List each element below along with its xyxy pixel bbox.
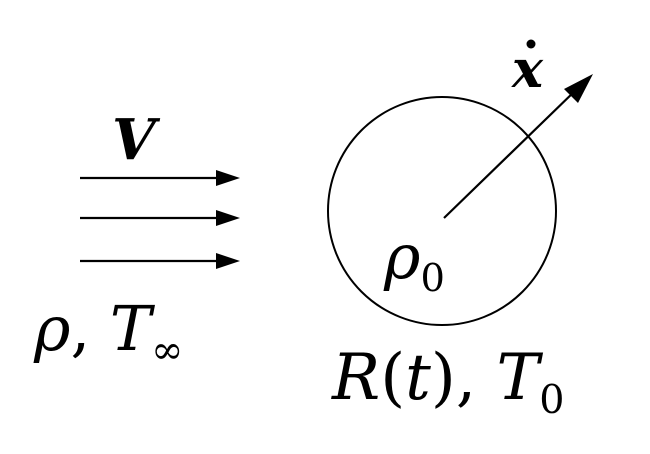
flow-arrows <box>80 170 240 269</box>
freestream-separator: , <box>70 292 110 365</box>
freestream-label: ρ, T∞ <box>34 298 183 371</box>
rho-subscript: 0 <box>420 256 445 302</box>
freestream-temperature-subscript: ∞ <box>151 328 184 374</box>
radius-symbol: R <box>332 341 381 415</box>
particle-velocity-vector-head <box>564 74 593 103</box>
freestream-temperature: T <box>109 292 152 365</box>
particle-temperature: T <box>496 341 540 415</box>
xdot-dot <box>526 39 536 49</box>
radius-close-paren: ) <box>430 341 456 415</box>
particle-density-label: ρ0 <box>384 226 445 299</box>
velocity-symbol: V <box>112 107 156 173</box>
xdot-symbol: x <box>512 39 544 100</box>
particle-velocity-vector <box>443 87 579 219</box>
radius-separator: , <box>455 341 497 415</box>
particle-circle <box>327 96 557 326</box>
radius-time: t <box>405 341 431 415</box>
flow-arrow-2-head <box>216 210 240 226</box>
xdot-label: x <box>512 44 543 96</box>
particle-temperature-subscript: 0 <box>539 376 565 423</box>
flow-arrow-3-head <box>216 253 240 269</box>
rho-symbol: ρ <box>384 220 421 293</box>
velocity-label: V <box>112 112 155 168</box>
radius-open-paren: ( <box>380 341 406 415</box>
particle-radius-temperature-label: R(t), T0 <box>332 346 564 420</box>
freestream-rho: ρ <box>34 292 71 365</box>
flow-arrow-1-head <box>216 170 240 186</box>
